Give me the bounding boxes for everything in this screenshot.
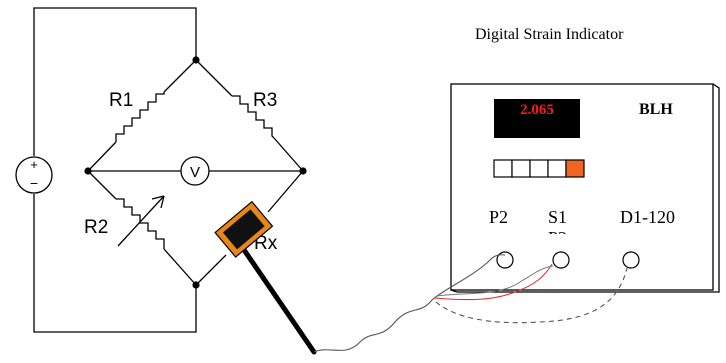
gray-lead-wire	[313, 254, 506, 353]
gage-lead-cable	[237, 241, 317, 355]
r2-label: R2	[84, 217, 108, 238]
segment-4	[547, 159, 567, 178]
segment-5-active	[565, 159, 585, 178]
r1-label: R1	[109, 90, 133, 111]
dashed-dummy-wire	[435, 267, 628, 324]
gray-lead-wire-2	[435, 265, 554, 297]
bottom-supply-wire	[33, 194, 197, 333]
r2-resistor-zigzag	[116, 198, 165, 249]
left-node	[84, 167, 92, 175]
segment-2	[511, 159, 531, 178]
reading-value: 2.065	[520, 102, 554, 118]
right-node	[299, 167, 307, 175]
terminal-s1[interactable]	[552, 251, 570, 269]
voltage-source: + −	[15, 156, 53, 194]
segment-3	[529, 159, 549, 178]
source-plus-label: +	[30, 157, 38, 172]
voltmeter-symbol: V	[190, 164, 200, 181]
r1-resistor-zigzag	[115, 92, 165, 142]
segment-bar	[493, 159, 585, 178]
hidden-label-clip: P2	[548, 228, 567, 248]
red-lead-wire	[433, 263, 553, 301]
terminal-p2[interactable]	[496, 251, 514, 269]
source-minus-label: −	[30, 175, 38, 191]
port-label-s1: S1	[548, 207, 567, 227]
wheatstone-bridge	[33, 7, 304, 333]
reading-display	[494, 99, 580, 138]
port-label-p2: P2	[489, 207, 508, 227]
segment-1	[493, 159, 513, 178]
r3-label: R3	[253, 90, 277, 111]
port-label-hidden: P2	[548, 228, 567, 248]
indicator-title: Digital Strain Indicator	[475, 26, 624, 43]
r2-arrow-head	[151, 195, 165, 209]
top-node	[192, 56, 200, 64]
voltmeter: V	[180, 156, 210, 186]
rx-label: Rx	[254, 233, 278, 254]
indicator-box	[450, 83, 720, 293]
r3-resistor-zigzag	[232, 95, 275, 139]
r2-variable-arrow	[117, 195, 165, 247]
r1-wire	[87, 59, 197, 172]
rx-wire	[195, 170, 304, 286]
bridge-nodes	[84, 56, 307, 289]
bottom-node	[192, 281, 200, 289]
r3-wire	[195, 59, 304, 172]
terminal-d1[interactable]	[622, 251, 640, 269]
port-label-d1: D1-120	[620, 207, 675, 227]
top-supply-wire	[33, 7, 197, 156]
terminals	[496, 251, 640, 269]
strain-gage	[214, 200, 317, 355]
r2-wire	[87, 170, 197, 286]
brand-label: BLH	[639, 101, 673, 118]
